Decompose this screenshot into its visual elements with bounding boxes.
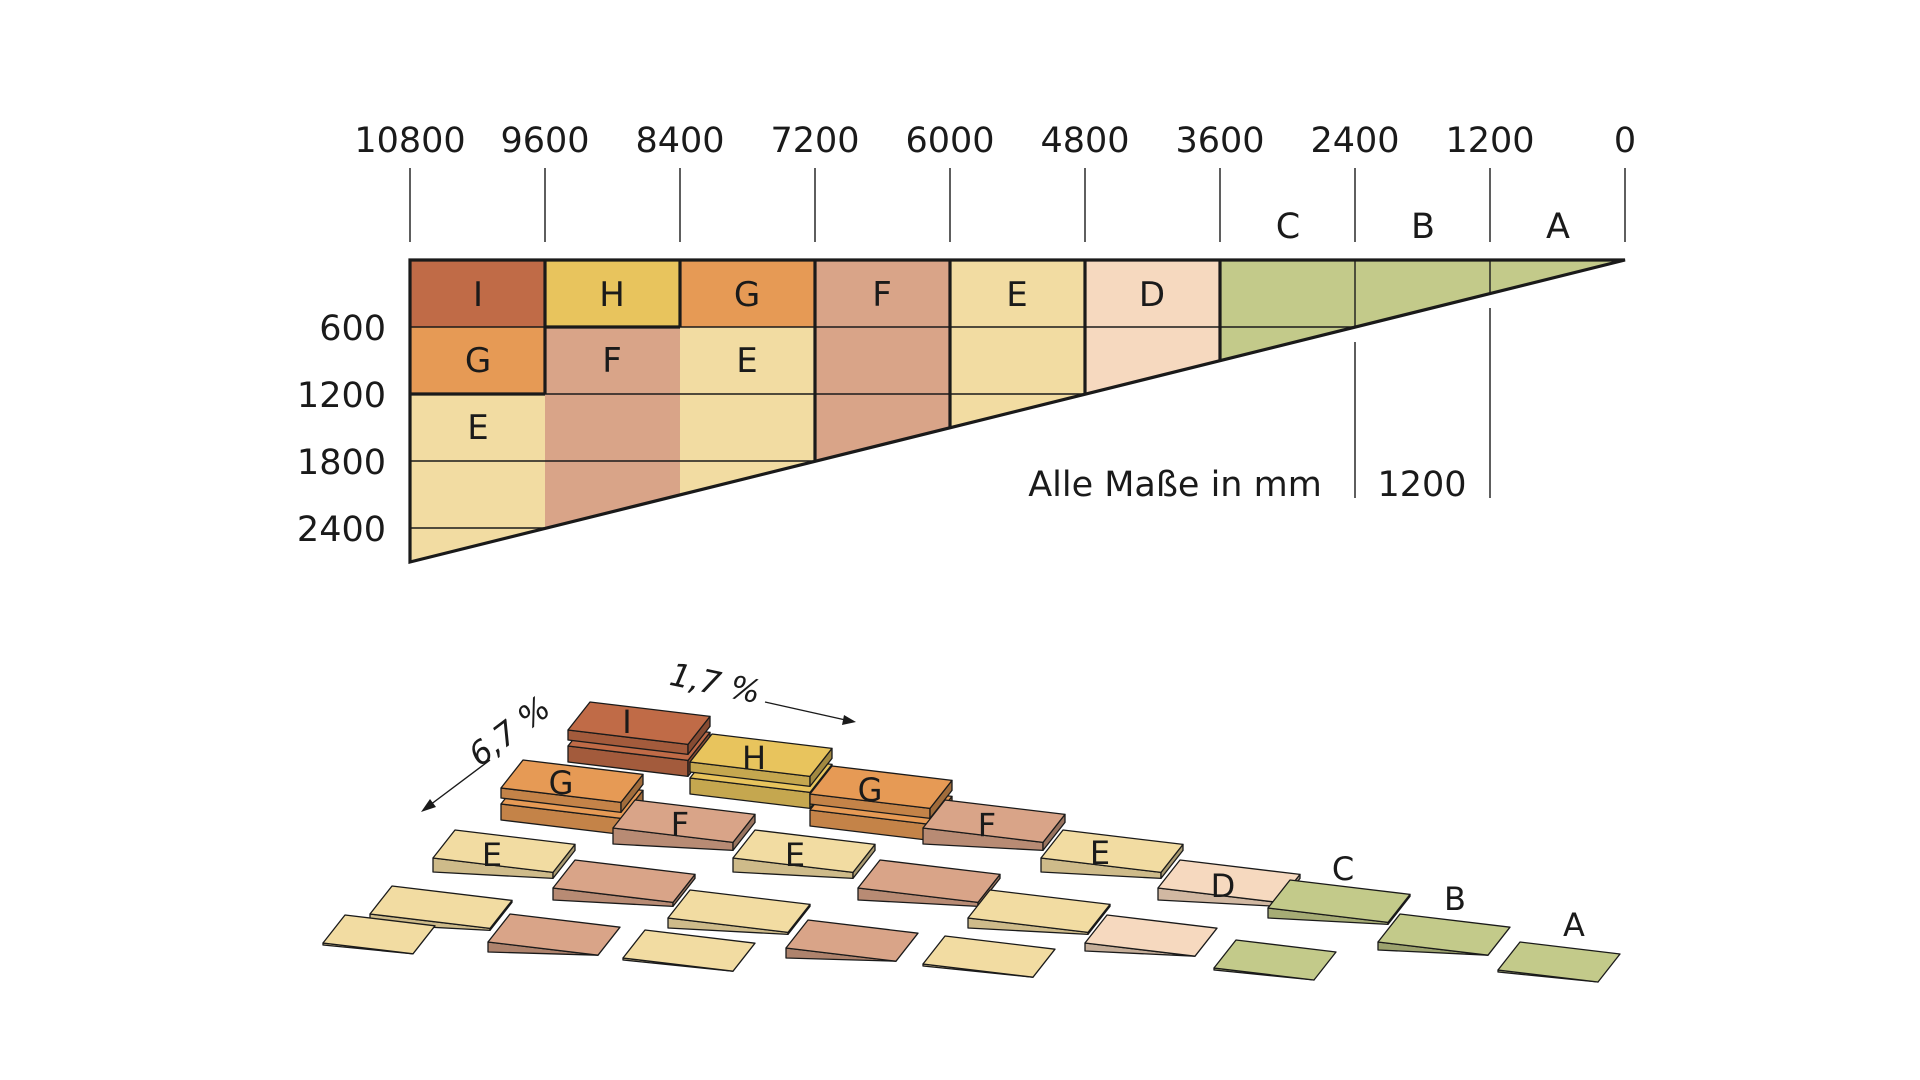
cell-H [545, 260, 680, 327]
slope-label-cross: 1,7 % [667, 655, 764, 711]
cell-F-left [545, 327, 680, 528]
slope-label-main: 6,7 % [461, 689, 557, 774]
cell-I [410, 260, 545, 327]
iso-block-label: B [1444, 880, 1466, 918]
cell-E-top [950, 260, 1085, 427]
iso-block-label: A [1563, 906, 1585, 944]
iso-block-F-4-top [857, 859, 1001, 904]
cell-G-top [680, 260, 815, 327]
top-tick-label: 8400 [635, 121, 724, 161]
iso-block-F-1-top [612, 799, 756, 844]
left-tick-label: 1200 [297, 376, 386, 416]
cell-label: F [602, 341, 622, 381]
iso-block-G-right-upper-top [809, 765, 953, 810]
iso-block-E-6-top [967, 889, 1111, 934]
iso-block-I-upper-top [567, 701, 711, 746]
iso-wedge-7-top [1213, 939, 1337, 981]
dimension-label: 1200 [1377, 465, 1466, 505]
iso-block-G-left-upper-top [500, 759, 644, 804]
iso-wedge-4-top [785, 919, 919, 962]
top-tick-label: 6000 [905, 121, 994, 161]
cell-F-top [815, 260, 950, 460]
cell-label: G [465, 341, 491, 381]
iso-wedge-8-top [1377, 913, 1511, 956]
top-tick-label: 4800 [1040, 121, 1129, 161]
iso-block-label: F [978, 806, 996, 844]
top-tick-label: 9600 [500, 121, 589, 161]
units-note: Alle Maße in mm [1028, 465, 1322, 505]
left-tick-label: 2400 [297, 510, 386, 550]
iso-block-label: E [1090, 834, 1110, 872]
slope-arrowhead-cross [842, 715, 856, 725]
cell-label: E [1006, 275, 1027, 315]
iso-block-E-5-top [667, 889, 811, 934]
cell-label: H [599, 275, 625, 315]
cell-G-left [410, 327, 545, 394]
left-tick-label: 600 [319, 309, 386, 349]
zone-label-A: A [1546, 207, 1570, 247]
cell-label: D [1139, 275, 1165, 315]
iso-block-label: E [482, 836, 502, 874]
iso-block-label: I [622, 703, 631, 741]
iso-block-E-4-top [369, 885, 513, 930]
top-tick-label: 3600 [1175, 121, 1264, 161]
cell-label: E [736, 341, 757, 381]
iso-wedge-1-top [322, 914, 436, 955]
iso-block-H-upper-top [689, 733, 833, 778]
left-tick-label: 1800 [297, 443, 386, 483]
top-tick-label: 1200 [1445, 121, 1534, 161]
iso-block-label: H [742, 739, 766, 777]
plan-outline [408, 258, 1626, 565]
cell-label: F [872, 275, 892, 315]
top-tick-label: 10800 [354, 121, 465, 161]
iso-wedge-5-top [922, 935, 1056, 978]
iso-wedge-9-top [1497, 941, 1621, 983]
iso-wedge-6-top [1084, 914, 1218, 957]
slope-arrow-main [425, 759, 491, 809]
iso-block-label: E [785, 836, 805, 874]
zone-label-B: B [1411, 207, 1435, 247]
slope-arrow-cross [764, 701, 851, 722]
iso-block-label: G [858, 771, 883, 809]
iso-block-F-2-top [922, 799, 1066, 844]
iso-block-label: C [1332, 850, 1354, 888]
cell-E-mid [680, 327, 815, 494]
top-tick-label: 2400 [1310, 121, 1399, 161]
iso-block-E-3-top [1040, 829, 1184, 874]
plan-view: 10800 9600 8400 7200 6000 4800 3600 2400… [297, 121, 1636, 565]
iso-block-label: F [671, 805, 689, 843]
isometric-view: I H G G F F E E E D C B A [322, 701, 1621, 983]
zone-label-C: C [1276, 207, 1300, 247]
iso-block-E-2-top [732, 829, 876, 874]
iso-block-F-3-top [552, 859, 696, 904]
cell-label: I [473, 275, 483, 315]
iso-block-C-top [1267, 879, 1411, 924]
top-axis-ticks [409, 168, 1626, 242]
slope-arrowhead-main [421, 799, 436, 812]
iso-block-E-1-top [432, 829, 576, 874]
iso-wedge-2-top [487, 913, 621, 956]
top-tick-label: 7200 [770, 121, 859, 161]
cell-E-left [410, 394, 545, 562]
iso-wedge-3-top [622, 929, 756, 972]
cell-label: G [734, 275, 760, 315]
iso-block-label: G [549, 764, 574, 802]
cell-label: E [467, 408, 488, 448]
top-tick-label: 0 [1614, 121, 1636, 161]
iso-block-label: D [1211, 867, 1236, 905]
